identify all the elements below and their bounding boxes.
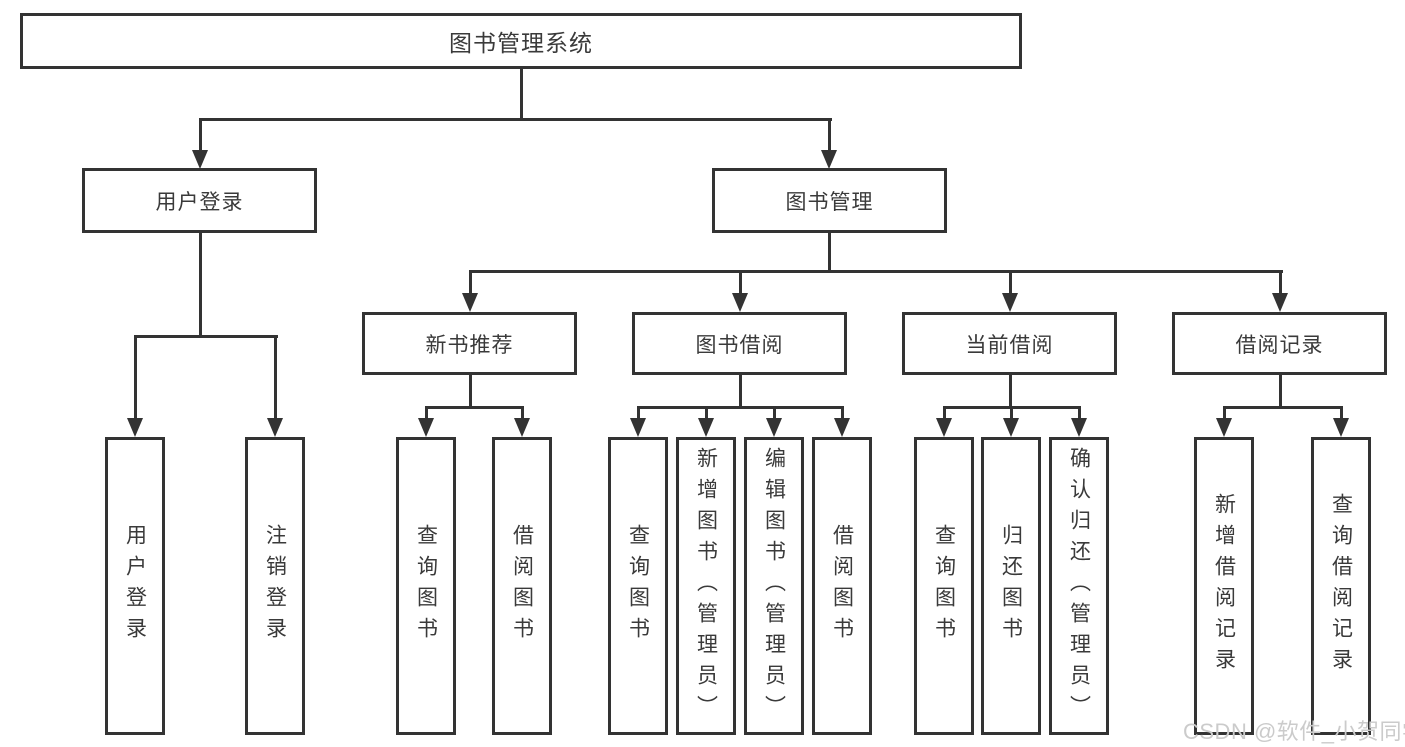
leaf-label: 确认归还（管理员） <box>1067 446 1091 726</box>
connector-line <box>828 118 831 154</box>
arrow-down-icon <box>1333 418 1349 437</box>
connector-line <box>1223 406 1226 420</box>
arrow-down-icon <box>766 418 782 437</box>
leaf-label: 归还图书 <box>999 524 1023 648</box>
node-leaf-add-borrow-record: 新增借阅记录 <box>1194 437 1254 735</box>
leaf-label: 新增借阅记录 <box>1212 493 1236 679</box>
node-book-management-label: 图书管理 <box>785 190 874 214</box>
node-leaf-add-books-admin: 新增图书（管理员） <box>676 437 736 735</box>
node-leaf-query-books-1: 查询图书 <box>396 437 456 735</box>
connector-line <box>1279 375 1282 408</box>
connector-line <box>469 375 472 408</box>
node-leaf-logout: 注销登录 <box>245 437 305 735</box>
node-root-label: 图书管理系统 <box>449 30 593 56</box>
arrow-down-icon <box>936 418 952 437</box>
connector-line <box>134 335 278 338</box>
connector-line <box>1340 406 1343 420</box>
node-leaf-query-books-3: 查询图书 <box>914 437 974 735</box>
leaf-label: 借阅图书 <box>830 524 854 648</box>
leaf-label: 借阅图书 <box>510 524 534 648</box>
node-borrow-records: 借阅记录 <box>1172 312 1387 375</box>
arrow-down-icon <box>821 150 837 169</box>
connector-line <box>1078 406 1081 420</box>
arrow-down-icon <box>1003 418 1019 437</box>
node-leaf-user-login: 用户登录 <box>105 437 165 735</box>
leaf-label: 查询图书 <box>414 524 438 648</box>
node-user-login-label: 用户登录 <box>155 190 244 214</box>
node-user-login: 用户登录 <box>82 168 317 233</box>
leaf-label: 查询图书 <box>932 524 956 648</box>
leaf-label: 用户登录 <box>123 524 147 648</box>
node-book-borrow: 图书借阅 <box>632 312 847 375</box>
leaf-label: 查询图书 <box>626 524 650 648</box>
node-book-borrow-label: 图书借阅 <box>695 333 784 357</box>
arrow-down-icon <box>732 293 748 312</box>
connector-line <box>841 406 844 420</box>
node-leaf-query-borrow-record: 查询借阅记录 <box>1311 437 1371 735</box>
node-new-book-recommend-label: 新书推荐 <box>425 333 514 357</box>
arrow-down-icon <box>514 418 530 437</box>
connector-line <box>1009 375 1012 408</box>
connector-line <box>199 118 202 154</box>
node-leaf-borrow-books-1: 借阅图书 <box>492 437 552 735</box>
node-leaf-confirm-return-admin: 确认归还（管理员） <box>1049 437 1109 735</box>
leaf-label: 查询借阅记录 <box>1329 493 1353 679</box>
arrow-down-icon <box>192 150 208 169</box>
arrow-down-icon <box>1002 293 1018 312</box>
connector-line <box>469 270 472 296</box>
connector-line <box>637 406 640 420</box>
node-leaf-borrow-books-2: 借阅图书 <box>812 437 872 735</box>
connector-line <box>425 406 523 409</box>
node-borrow-records-label: 借阅记录 <box>1235 333 1324 357</box>
watermark: CSDN @软件_小贺同学 <box>1183 719 1405 744</box>
connector-line <box>425 406 428 420</box>
connector-line <box>1009 270 1012 296</box>
node-leaf-edit-books-admin: 编辑图书（管理员） <box>744 437 804 735</box>
connector-line <box>520 69 523 121</box>
leaf-label: 新增图书（管理员） <box>694 446 718 726</box>
arrow-down-icon <box>698 418 714 437</box>
connector-line <box>773 406 776 420</box>
connector-line <box>943 406 946 420</box>
arrow-down-icon <box>127 418 143 437</box>
connector-line <box>274 335 277 419</box>
connector-line <box>828 233 831 273</box>
node-leaf-return-books: 归还图书 <box>981 437 1041 735</box>
connector-line <box>705 406 708 420</box>
arrow-down-icon <box>1216 418 1232 437</box>
arrow-down-icon <box>462 293 478 312</box>
connector-line <box>1223 406 1342 409</box>
leaf-label: 注销登录 <box>263 524 287 648</box>
arrow-down-icon <box>418 418 434 437</box>
node-new-book-recommend: 新书推荐 <box>362 312 577 375</box>
connector-line <box>134 335 137 419</box>
leaf-label: 编辑图书（管理员） <box>762 446 786 726</box>
node-current-borrow: 当前借阅 <box>902 312 1117 375</box>
node-root: 图书管理系统 <box>20 13 1022 69</box>
node-current-borrow-label: 当前借阅 <box>965 333 1054 357</box>
connector-line <box>199 233 202 337</box>
arrow-down-icon <box>267 418 283 437</box>
connector-line <box>637 406 844 409</box>
node-leaf-query-books-2: 查询图书 <box>608 437 668 735</box>
connector-line <box>1279 270 1282 296</box>
connector-line <box>739 375 742 408</box>
arrow-down-icon <box>834 418 850 437</box>
node-book-management: 图书管理 <box>712 168 947 233</box>
connector-line <box>521 406 524 420</box>
arrow-down-icon <box>630 418 646 437</box>
connector-line <box>469 270 1283 273</box>
arrow-down-icon <box>1071 418 1087 437</box>
connector-line <box>199 118 832 121</box>
arrow-down-icon <box>1272 293 1288 312</box>
connector-line <box>1010 406 1013 420</box>
connector-line <box>739 270 742 296</box>
